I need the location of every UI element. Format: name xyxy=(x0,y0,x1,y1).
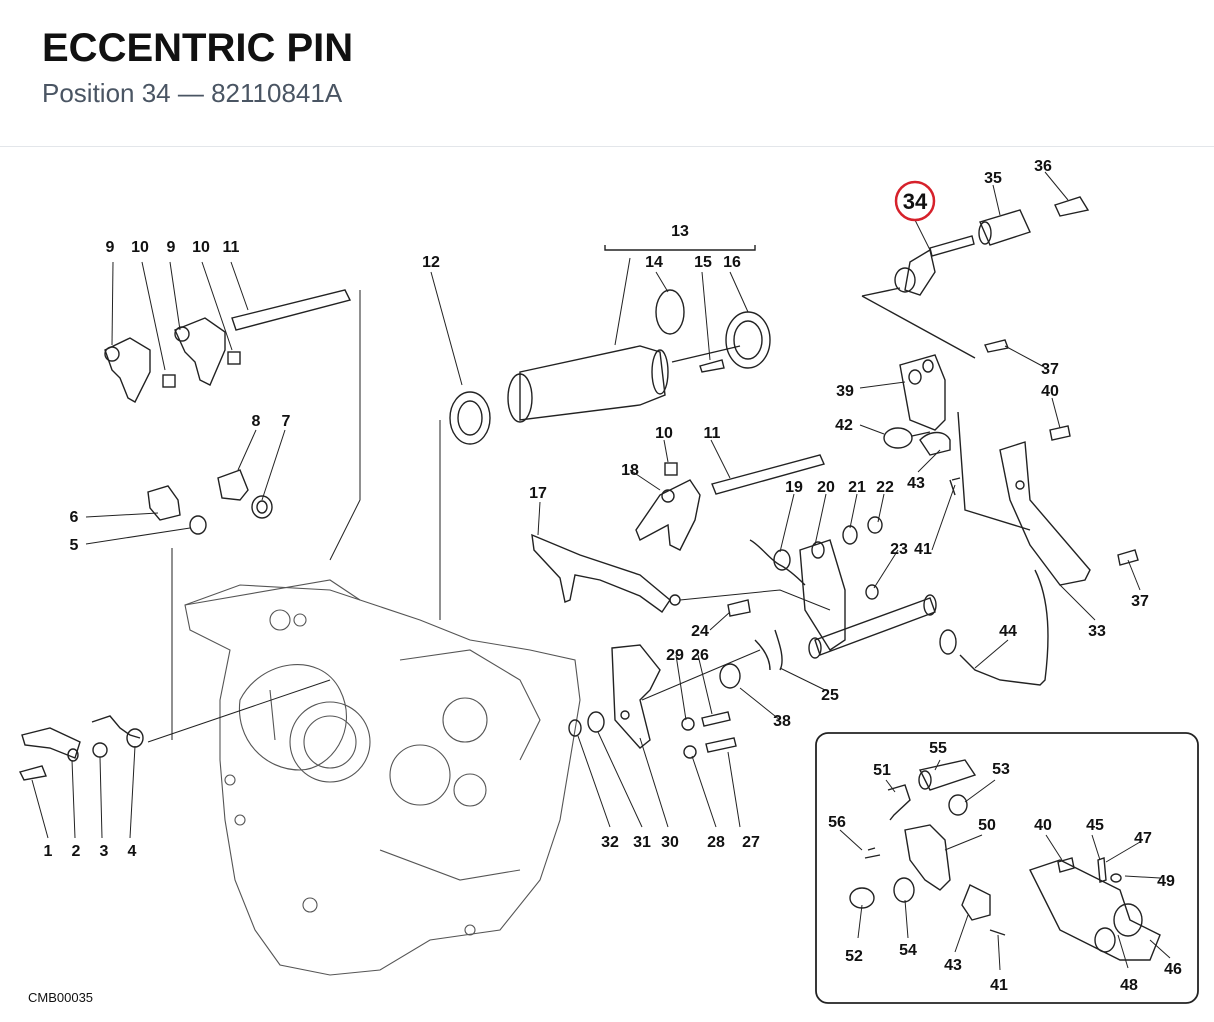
part-label: 49 xyxy=(1157,873,1175,890)
part-label: 35 xyxy=(984,170,1002,187)
part-label: 52 xyxy=(845,948,863,965)
part-label: 17 xyxy=(529,485,547,502)
part-label: 39 xyxy=(836,383,854,400)
part-label: 43 xyxy=(907,475,925,492)
part-label: 19 xyxy=(785,479,803,496)
part-label: 2 xyxy=(72,843,81,860)
part-label: 30 xyxy=(661,834,679,851)
part-label: 42 xyxy=(835,417,853,434)
part-label: 37 xyxy=(1131,593,1149,610)
part-label: 11 xyxy=(223,239,240,256)
part-label: 37 xyxy=(1041,361,1059,378)
part-label: 21 xyxy=(848,479,866,496)
part-label: 45 xyxy=(1086,817,1104,834)
part-label: 11 xyxy=(704,425,721,442)
part-label: 31 xyxy=(633,834,651,851)
part-label: 10 xyxy=(192,239,210,256)
part-label: 3 xyxy=(100,843,109,860)
part-label: 10 xyxy=(655,425,673,442)
part-label: 51 xyxy=(873,762,891,779)
part-label: 55 xyxy=(929,740,947,757)
part-label: 13 xyxy=(671,223,689,240)
part-label: 20 xyxy=(817,479,835,496)
small-parts-5-8 xyxy=(147,469,273,535)
lever-17-drawing xyxy=(531,533,681,613)
part-label: 26 xyxy=(691,647,709,664)
part-label: 29 xyxy=(666,647,684,664)
part-labels: 1 2 3 4 5 6 7 8 9 10 9 10 11 12 13 14 15… xyxy=(44,158,1182,994)
page-subtitle: Position 34 — 82110841A xyxy=(42,78,343,108)
part-label: 28 xyxy=(707,834,725,851)
part-label: 25 xyxy=(821,687,839,704)
part-label: 6 xyxy=(70,509,79,526)
part-label: 9 xyxy=(106,239,115,256)
part-label: 46 xyxy=(1164,961,1182,978)
drawing-code: CMB00035 xyxy=(28,990,94,1005)
part-label: 33 xyxy=(1088,623,1106,640)
leader-lines xyxy=(31,171,1171,971)
part-label: 22 xyxy=(876,479,894,496)
part-label: 7 xyxy=(282,413,291,430)
part-label: 27 xyxy=(742,834,760,851)
eccentric-pin-assembly-drawing xyxy=(861,196,1139,686)
part-label: 5 xyxy=(70,537,79,554)
part-label: 9 xyxy=(167,239,176,256)
selector-shaft-drawing xyxy=(727,516,937,671)
part-label: 44 xyxy=(999,623,1017,640)
crankcase-drawing xyxy=(184,579,581,976)
header-divider xyxy=(0,146,1214,147)
part-label: 38 xyxy=(773,713,791,730)
detail-inset-frame xyxy=(815,732,1199,1004)
part-label: 41 xyxy=(990,977,1008,994)
part-label: 12 xyxy=(422,254,440,271)
part-label: 56 xyxy=(828,814,846,831)
part-label: 48 xyxy=(1120,977,1138,994)
part-label: 40 xyxy=(1041,383,1059,400)
part-label: 36 xyxy=(1034,158,1052,175)
part-label: 4 xyxy=(128,843,137,860)
part-label: 18 xyxy=(621,462,639,479)
part-label: 16 xyxy=(723,254,741,271)
part-label: 23 xyxy=(890,541,908,558)
highlight-circle xyxy=(894,180,936,222)
part-label: 54 xyxy=(899,942,917,959)
part-label: 47 xyxy=(1134,830,1152,847)
inset-parts-drawing xyxy=(849,759,1161,961)
small-parts-1-4 xyxy=(18,715,144,781)
part-label: 15 xyxy=(694,254,712,271)
selector-drum-drawing xyxy=(449,245,771,445)
shift-forks-drawing xyxy=(104,289,352,403)
part-label: 41 xyxy=(914,541,932,558)
part-label: 50 xyxy=(978,817,996,834)
part-label: 32 xyxy=(601,834,619,851)
exploded-parts-diagram: 1 2 3 4 5 6 7 8 9 10 9 10 11 12 13 14 15… xyxy=(0,148,1214,1017)
part-label: 43 xyxy=(944,957,962,974)
part-label: 40 xyxy=(1034,817,1052,834)
part-label: 10 xyxy=(131,239,149,256)
part-label: 1 xyxy=(44,843,53,860)
part-label: 8 xyxy=(252,413,261,430)
page-title: ECCENTRIC PIN xyxy=(42,26,354,70)
fork-18-drawing xyxy=(635,454,825,551)
highlighted-part-label: 34 xyxy=(903,189,928,214)
part-label: 14 xyxy=(645,254,663,271)
plate-assembly-drawing xyxy=(568,644,741,759)
part-label: 24 xyxy=(691,623,709,640)
part-label: 53 xyxy=(992,761,1010,778)
